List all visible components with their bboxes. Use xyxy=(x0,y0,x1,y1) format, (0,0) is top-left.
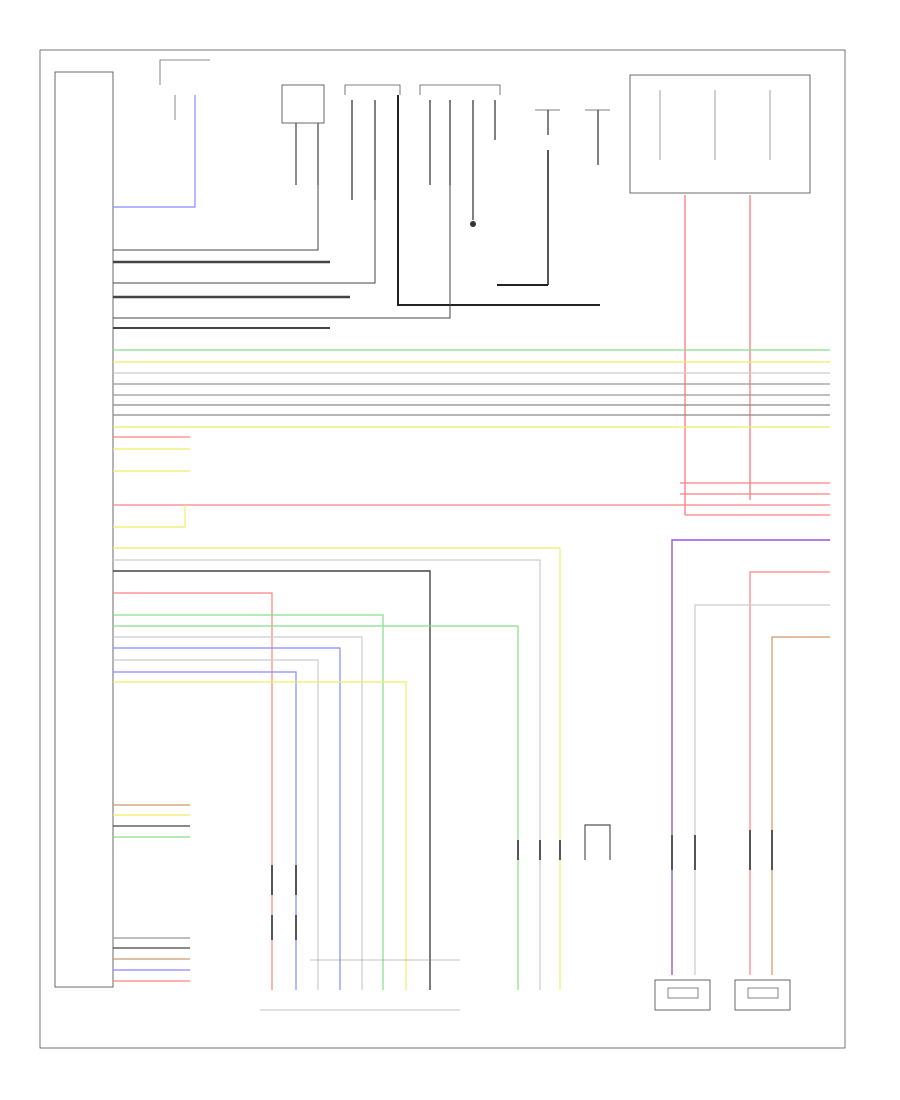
auxiliary-unit xyxy=(584,824,611,860)
rear-speaker-left xyxy=(654,979,711,1011)
connector-a xyxy=(344,84,401,200)
dvd-player xyxy=(260,959,460,1011)
top-switch xyxy=(159,59,210,120)
head-unit-block xyxy=(54,71,114,988)
fuse-box xyxy=(629,74,811,194)
lower-harness xyxy=(113,547,561,990)
antenna-connectors xyxy=(535,109,610,285)
rear-speaker-right xyxy=(734,979,791,1011)
connector-b xyxy=(419,84,501,227)
front-speaker-right-connector xyxy=(113,937,190,982)
diagram-frame xyxy=(39,49,846,1049)
upper-harness xyxy=(113,95,600,329)
rear-speaker-feeds xyxy=(671,539,830,975)
module-left xyxy=(281,84,325,185)
bus-wires xyxy=(113,349,830,528)
front-speaker-left-connector xyxy=(113,804,190,838)
connector-stubs xyxy=(271,830,773,940)
